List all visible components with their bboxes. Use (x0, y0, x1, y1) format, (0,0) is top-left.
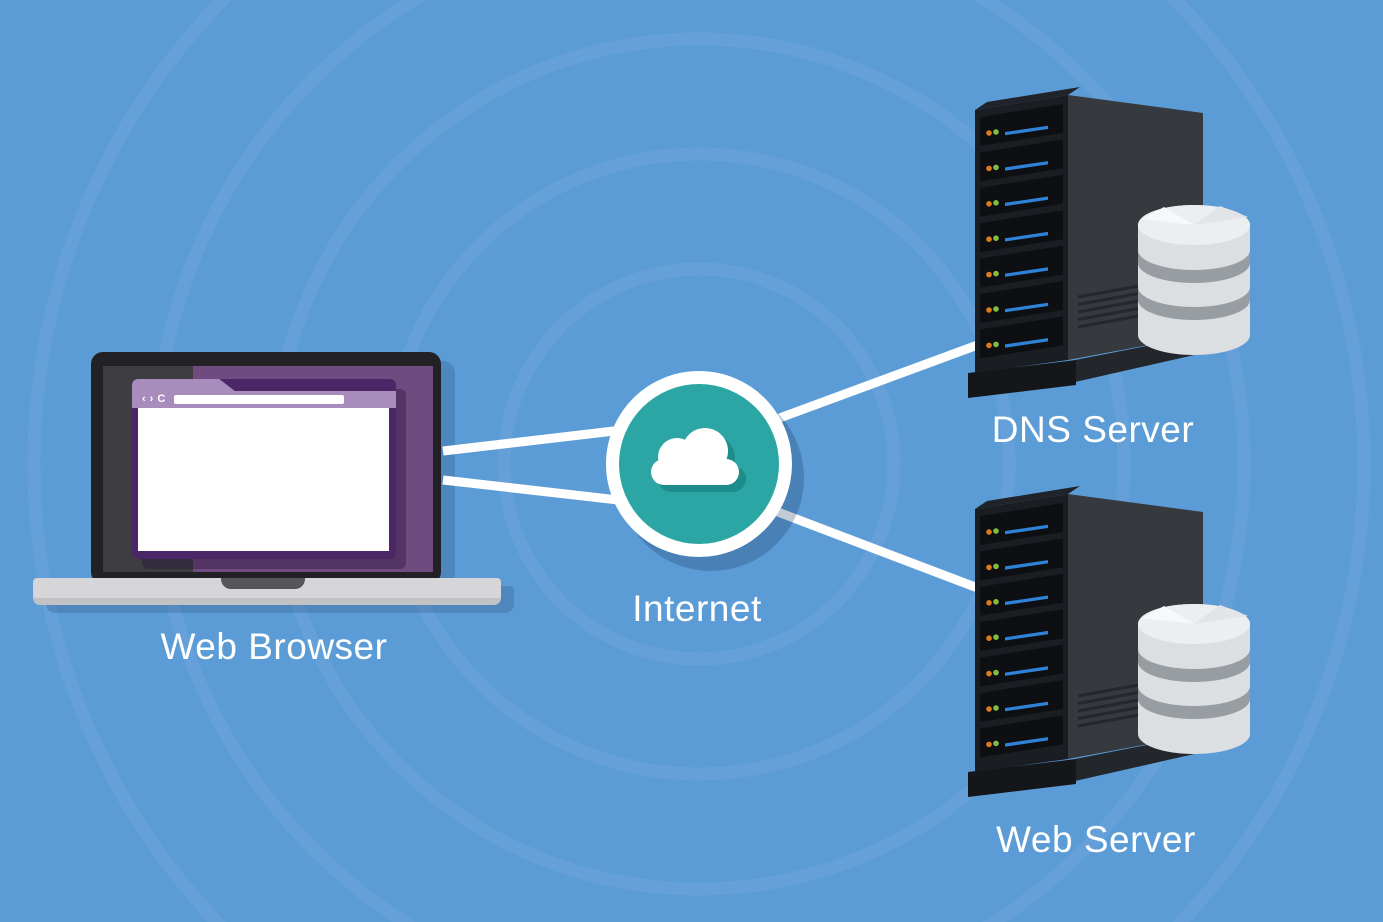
laptop-hinge-notch (221, 578, 305, 589)
url-bar (174, 395, 345, 404)
browser-content-area (138, 408, 389, 551)
web-browser-label: Web Browser (160, 626, 388, 667)
connector-browser-internet-upper (442, 423, 641, 456)
browser-tab (132, 379, 236, 392)
laptop-base-edge (33, 598, 501, 605)
dns-server-label: DNS Server (991, 409, 1195, 450)
dns-server-rack (958, 83, 1268, 423)
connector-browser-internet-lower (442, 475, 637, 507)
cloud-icon (651, 428, 746, 492)
server-tower-and-database-icon (968, 486, 1250, 797)
browser-toolbar: ‹ › C (132, 391, 396, 408)
web-server-label: Web Server (996, 819, 1196, 860)
refresh-icon: C (157, 393, 166, 405)
back-icon: ‹ (142, 393, 146, 405)
internet-label: Internet (632, 588, 762, 629)
server-tower-and-database-icon (968, 87, 1250, 398)
forward-icon: › (149, 393, 154, 405)
web-server-rack (958, 482, 1268, 822)
